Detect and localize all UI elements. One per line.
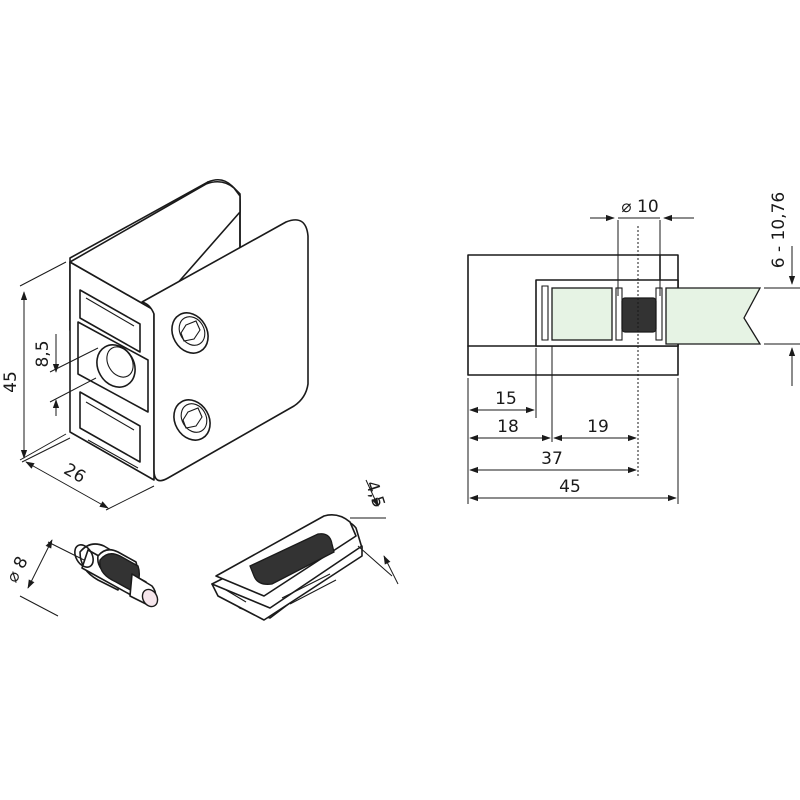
pad-base bbox=[211, 545, 363, 621]
dim-37-label: 37 bbox=[541, 449, 563, 469]
dim-bore-label: ⌀ 10 bbox=[621, 197, 658, 217]
clamp-lower-slot bbox=[79, 391, 141, 463]
clamp-bore bbox=[96, 344, 136, 388]
pin-tip bbox=[141, 588, 159, 608]
pad-thickness-label: 4,5 bbox=[361, 479, 388, 511]
clamp-top-face bbox=[69, 180, 241, 311]
pin-diameter-label: ⌀ 8 bbox=[3, 553, 33, 586]
dim-height-label: 45 bbox=[1, 371, 21, 393]
clamp-isometric-view: 45 8,5 26 bbox=[1, 178, 309, 511]
section-left-pad bbox=[551, 287, 613, 341]
rubber-pad-part: 4,5 bbox=[211, 479, 399, 621]
dim-height-45: 45 bbox=[1, 261, 67, 461]
dim-glass-range-label: 6 - 10,76 bbox=[769, 192, 789, 268]
dim-45-label: 45 bbox=[559, 477, 581, 497]
dim-hole-label: 8,5 bbox=[33, 340, 53, 367]
dim-15-label: 15 bbox=[495, 389, 517, 409]
dim-bore-10: ⌀ 10 bbox=[590, 197, 694, 222]
clamp-upper-slot bbox=[79, 289, 141, 353]
section-glass bbox=[665, 287, 762, 345]
clamp-mid-opening bbox=[77, 321, 149, 413]
dim-18-label: 18 bbox=[497, 417, 519, 437]
upper-set-screw-icon bbox=[171, 312, 209, 354]
dim-19-label: 19 bbox=[587, 417, 609, 437]
lower-set-screw-icon bbox=[173, 399, 211, 441]
clamp-front-plate bbox=[141, 219, 309, 482]
clamp-section-view: ⌀ 10 6 - 10,76 15 18 19 37 45 bbox=[467, 192, 800, 504]
dim-glass-range: 6 - 10,76 bbox=[764, 192, 800, 386]
pin-part: ⌀ 8 bbox=[3, 539, 159, 617]
dim-hole-8-5: 8,5 bbox=[33, 334, 99, 416]
section-pin bbox=[621, 297, 657, 333]
pad-rubber-insert bbox=[249, 533, 335, 585]
